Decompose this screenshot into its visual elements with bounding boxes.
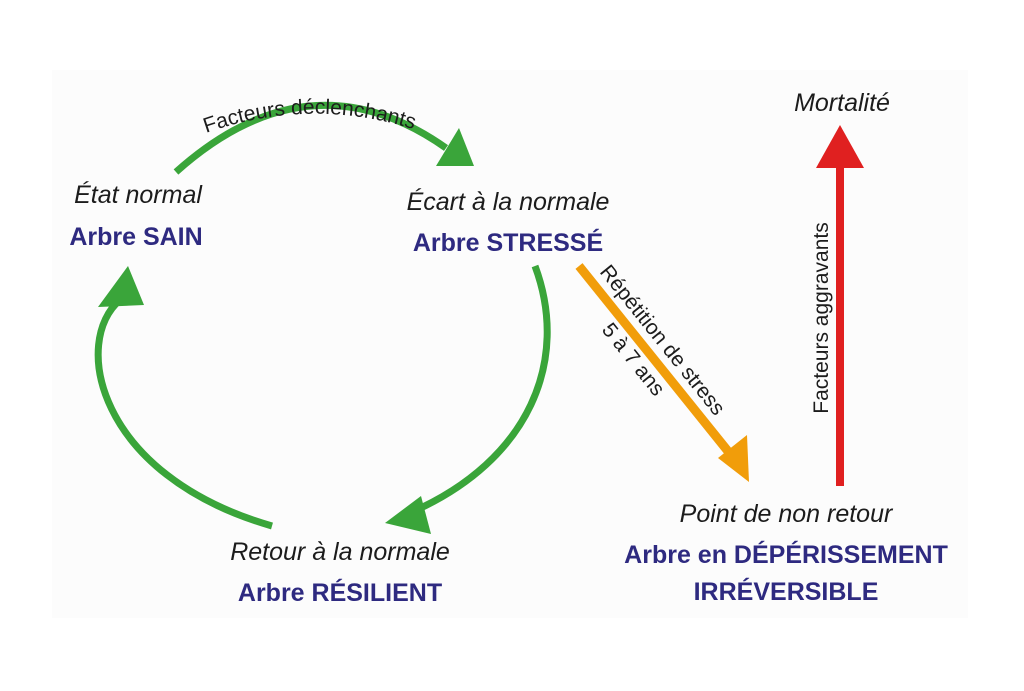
node-stressed-tree: Arbre STRESSÉ xyxy=(413,228,603,257)
node-stressed: Écart à la normale Arbre STRESSÉ xyxy=(407,187,610,257)
arrow-recovery-head xyxy=(385,496,431,534)
label-aggravating: Facteurs aggravants xyxy=(810,222,833,413)
arrow-recovery xyxy=(410,264,551,516)
arrow-triggers xyxy=(173,101,449,175)
red-aggravating-arrow xyxy=(816,125,864,486)
node-stressed-state: Écart à la normale xyxy=(407,187,610,216)
arrow-mortality-head xyxy=(816,125,864,168)
node-resilient-tree: Arbre RÉSILIENT xyxy=(238,578,442,607)
node-mortality: Mortalité xyxy=(794,89,890,117)
node-healthy-tree: Arbre SAIN xyxy=(69,223,202,251)
arrow-stress-head xyxy=(718,435,749,482)
node-healthy-state: État normal xyxy=(74,180,203,209)
node-decline-tree-line1: Arbre en DÉPÉRISSEMENT xyxy=(624,540,948,569)
node-decline-tree-line2: IRRÉVERSIBLE xyxy=(694,577,879,606)
orange-stress-arrow xyxy=(575,263,749,482)
node-resilient-state: Retour à la normale xyxy=(230,538,450,566)
arrow-return-head xyxy=(98,266,144,307)
green-cycle-arrows xyxy=(94,101,551,534)
arrow-return xyxy=(94,297,273,530)
node-resilient: Retour à la normale Arbre RÉSILIENT xyxy=(230,538,450,607)
node-mortality-state: Mortalité xyxy=(794,89,890,117)
node-decline: Point de non retour Arbre en DÉPÉRISSEME… xyxy=(624,500,948,606)
node-decline-state: Point de non retour xyxy=(680,500,894,528)
arrow-triggers-head xyxy=(436,128,474,166)
diagram-background xyxy=(52,70,968,618)
node-healthy: État normal Arbre SAIN xyxy=(69,180,203,251)
